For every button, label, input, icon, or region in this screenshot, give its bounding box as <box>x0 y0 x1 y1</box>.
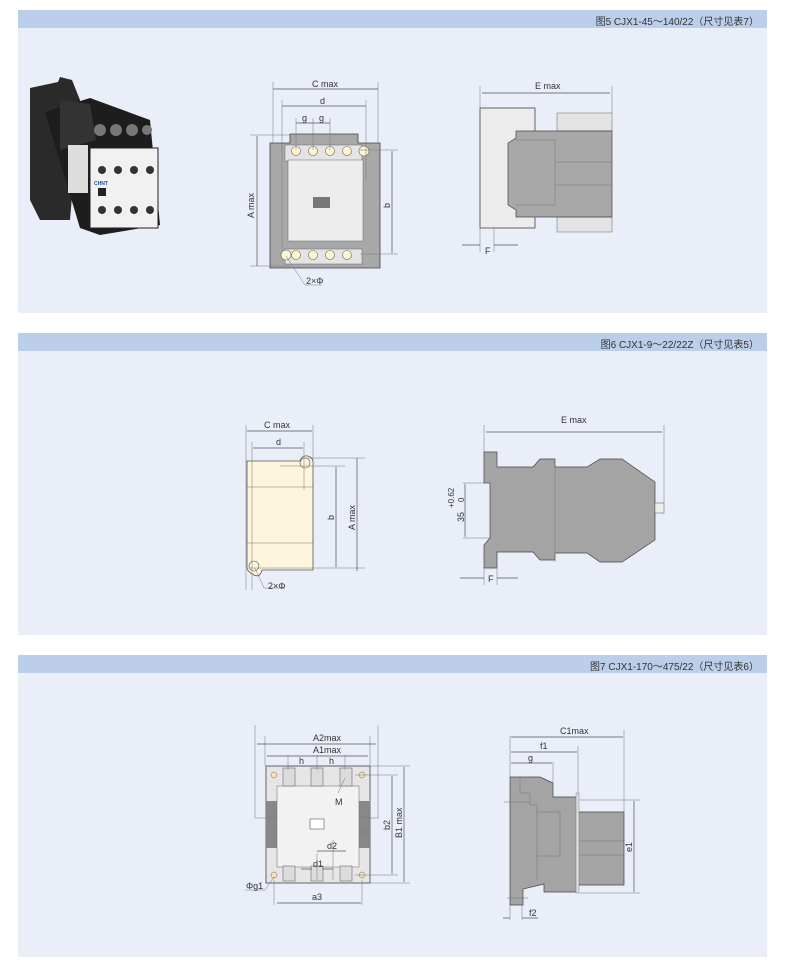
figure-header: 图5 CJX1-45～140/22（尺寸见表7） <box>18 10 767 28</box>
front-view: C max d g g A max b 2×Φ <box>246 79 398 286</box>
side-view: E max F <box>462 81 613 256</box>
e-max-label: E max <box>561 415 587 425</box>
d1-label: d1 <box>313 859 323 869</box>
f1-label: f1 <box>540 741 548 751</box>
h-label: h <box>329 756 334 766</box>
a-max-label: A max <box>347 504 357 530</box>
d-label: d <box>276 437 281 447</box>
figure-7-drawings: A2max A1max h h M b2 B1 max d2 d1 Φg1 a3… <box>245 725 640 920</box>
figure-caption: 图7 CJX1-170～475/22（尺寸见表6） <box>590 662 759 673</box>
g-label: g <box>528 753 533 763</box>
figure-7-panel: 图7 CJX1-170～475/22（尺寸见表6） A2max A1max h … <box>18 655 767 957</box>
a2-max-label: A2max <box>313 733 342 743</box>
side-view: E max 35 +0.62 0 F <box>447 415 665 585</box>
front-view: A2max A1max h h M b2 B1 max d2 d1 Φg1 a3 <box>245 725 410 905</box>
front-view: C max d b A max 2×Φ <box>245 420 365 591</box>
side-view: C1max f1 g e1 f2 <box>503 726 640 920</box>
b-label: b <box>382 203 392 208</box>
rail-width-label: 35 <box>456 512 466 522</box>
f-label: F <box>488 574 494 584</box>
c-max-label: C max <box>264 420 291 430</box>
brand-logo: CHNT <box>94 181 108 187</box>
a-max-label: A max <box>246 192 256 218</box>
figure-caption: 图5 CJX1-45～140/22（尺寸见表7） <box>595 17 759 28</box>
figure-header: 图6 CJX1-9～22/22Z（尺寸见表5） <box>18 333 767 351</box>
g-label: g <box>319 113 324 123</box>
tolerance-lower-label: 0 <box>457 497 466 502</box>
f-label: F <box>485 246 491 256</box>
g-label: g <box>302 113 307 123</box>
b2-label: b2 <box>382 820 392 830</box>
figure-5-drawings: CHNT C max d g g A max b 2×Φ <box>30 77 613 286</box>
h-label: h <box>299 756 304 766</box>
a1-max-label: A1max <box>313 745 342 755</box>
tolerance-upper-label: +0.62 <box>447 487 456 508</box>
phi-g1-label: Φg1 <box>246 881 263 891</box>
phi-label: 2×Φ <box>268 581 285 591</box>
e-max-label: E max <box>535 81 561 91</box>
figure-caption: 图6 CJX1-9～22/22Z（尺寸见表5） <box>600 340 759 351</box>
d-label: d <box>320 96 325 106</box>
figure-5-panel: 图5 CJX1-45～140/22（尺寸见表7） CHNT <box>18 10 767 313</box>
d2-label: d2 <box>327 841 337 851</box>
b1-max-label: B1 max <box>394 807 404 838</box>
c-max-label: C max <box>312 79 339 89</box>
e1-label: e1 <box>624 842 634 852</box>
m-label: M <box>335 797 343 807</box>
contactor-photo: CHNT <box>30 77 160 235</box>
b-label: b <box>326 515 336 520</box>
figure-6-drawings: C max d b A max 2×Φ E max 35 +0.62 0 F <box>245 415 665 591</box>
f2-label: f2 <box>529 908 537 918</box>
c1-max-label: C1max <box>560 726 589 736</box>
a3-label: a3 <box>312 892 322 902</box>
phi-label: 2×Φ <box>306 276 323 286</box>
figure-6-panel: 图6 CJX1-9～22/22Z（尺寸见表5） C max d b A max … <box>18 333 767 635</box>
figure-header: 图7 CJX1-170～475/22（尺寸见表6） <box>18 655 767 673</box>
